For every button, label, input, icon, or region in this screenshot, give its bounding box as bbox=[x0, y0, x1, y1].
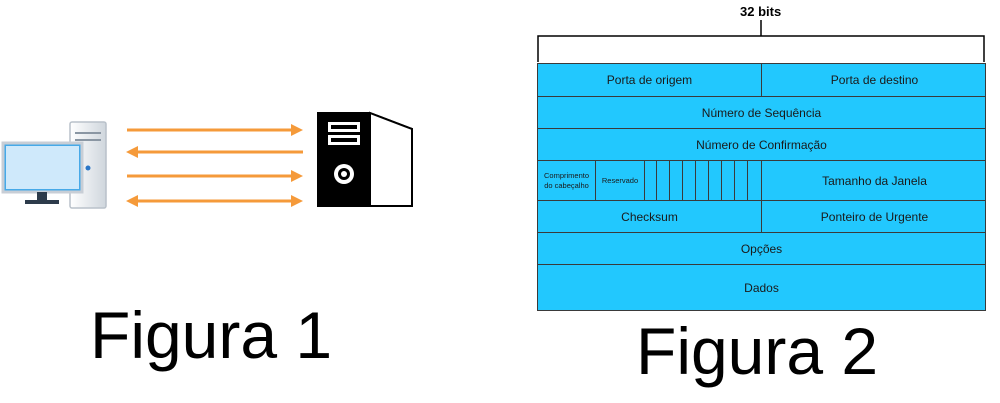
arrow-double bbox=[126, 195, 303, 207]
row-sequence: Número de Sequência bbox=[538, 97, 985, 129]
flag-bit bbox=[645, 161, 657, 200]
urgent-pointer-field: Ponteiro de Urgente bbox=[820, 209, 929, 224]
flag-bit bbox=[670, 161, 683, 200]
header-length-line1: Comprimento bbox=[543, 171, 589, 181]
window-size-field: Tamanho da Janela bbox=[822, 173, 927, 188]
options-field: Opções bbox=[740, 241, 783, 256]
data-field: Dados bbox=[744, 280, 779, 295]
figure1-caption: Figura 1 bbox=[90, 298, 333, 372]
checksum-field: Checksum bbox=[538, 201, 762, 232]
flag-bit bbox=[709, 161, 722, 200]
desktop-computer-icon bbox=[1, 121, 107, 209]
flag-bit bbox=[748, 161, 762, 200]
ack-number-field: Número de Confirmação bbox=[696, 137, 827, 152]
reserved-field: Reservado bbox=[596, 161, 645, 200]
row-ports: Porta de origem Porta de destino bbox=[538, 64, 985, 97]
row-window: Comprimento do cabeçalho Reservado Taman… bbox=[538, 161, 985, 201]
server-tower-icon bbox=[317, 111, 413, 207]
row-checksum: Checksum Ponteiro de Urgente bbox=[538, 201, 985, 233]
header-length-line2: do cabeçalho bbox=[544, 180, 589, 190]
flag-bit bbox=[683, 161, 696, 200]
destination-port-field: Porta de destino bbox=[830, 73, 919, 87]
row-ack: Número de Confirmação bbox=[538, 129, 985, 161]
figure1-diagram bbox=[1, 111, 413, 209]
header-length-field: Comprimento do cabeçalho bbox=[538, 161, 596, 200]
tcp-header-table: Porta de origem Porta de destino Número … bbox=[537, 63, 986, 311]
arrow-right-1 bbox=[127, 124, 303, 136]
arrow-left-1 bbox=[126, 146, 303, 158]
width-bracket bbox=[537, 20, 985, 62]
flag-bit bbox=[657, 161, 670, 200]
source-port-field: Porta de origem bbox=[538, 64, 762, 96]
flag-bit bbox=[696, 161, 709, 200]
row-data: Dados bbox=[538, 265, 985, 310]
flag-bit bbox=[735, 161, 748, 200]
sequence-number-field: Número de Sequência bbox=[701, 105, 822, 120]
arrow-right-2 bbox=[127, 170, 303, 182]
figure2-caption: Figura 2 bbox=[636, 314, 879, 388]
row-options: Opções bbox=[538, 233, 985, 265]
width-label: 32 bits bbox=[740, 4, 782, 19]
flag-bit bbox=[722, 161, 735, 200]
